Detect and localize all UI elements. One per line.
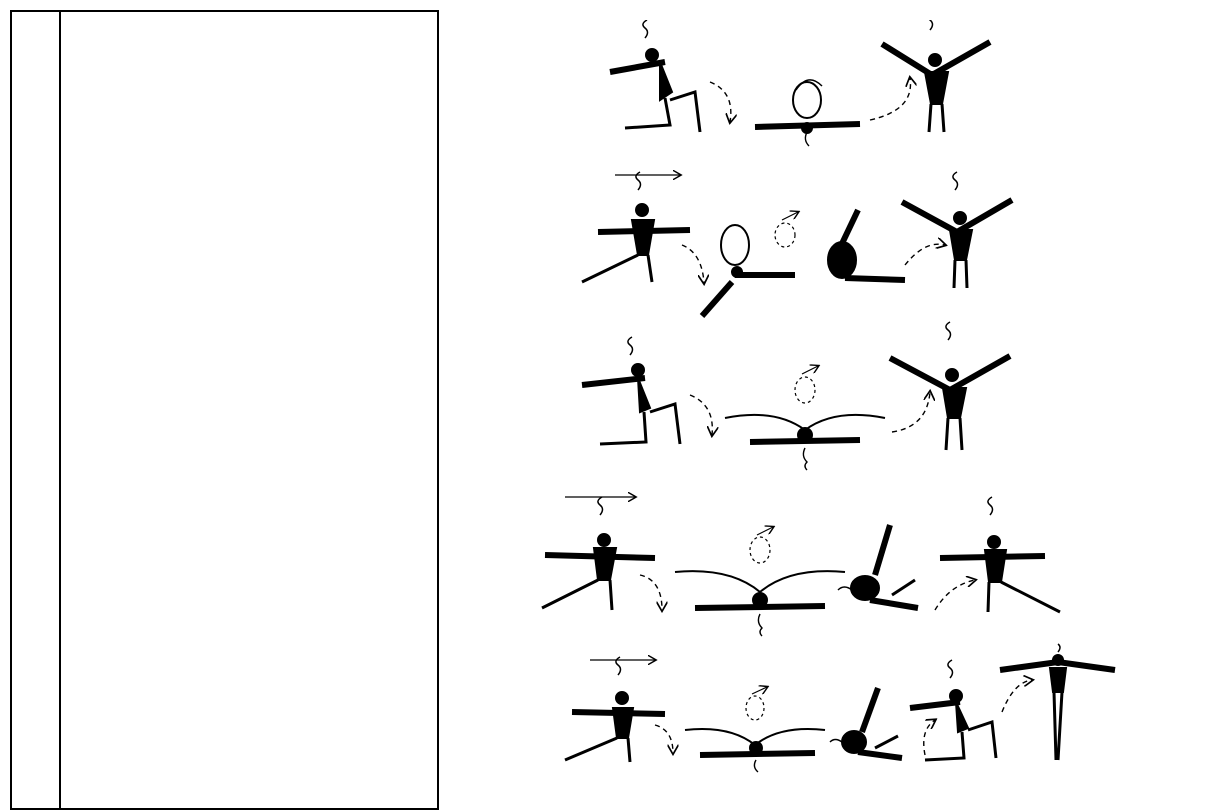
rotation-icon (746, 687, 767, 720)
kneel-lunge-figure (910, 660, 996, 760)
kneel-arms-side-figure (565, 657, 665, 762)
table-number-column (12, 12, 61, 808)
kneel-arms-up-figure (882, 20, 990, 132)
rotation-icon (795, 366, 818, 403)
kneel-arms-up-figure (890, 322, 1010, 450)
dashed-arrow (655, 725, 673, 753)
row-4 (542, 497, 1060, 636)
leg-raise-figure (828, 210, 905, 280)
row-5 (565, 644, 1115, 772)
row-2 (582, 172, 1012, 316)
split-bend-back-figure (755, 80, 860, 146)
dashed-arrow (892, 392, 930, 432)
dashed-arrow (682, 245, 704, 283)
rotation-icon (750, 527, 773, 563)
leg-raise-figure (830, 688, 902, 758)
dashed-arrow (870, 78, 911, 120)
kneel-lunge-figure (610, 20, 700, 132)
split-roll-figure (702, 225, 795, 316)
dashed-arrow (935, 580, 975, 610)
dashed-arrow (690, 395, 712, 435)
rotation-icon (775, 212, 798, 247)
row-1 (610, 20, 990, 146)
split-arms-out-figure (685, 729, 825, 772)
kneel-arms-up-figure (902, 172, 1012, 288)
gymnastics-illustration (520, 20, 1140, 792)
row-3 (582, 322, 1010, 470)
standing-arms-side-figure (1000, 644, 1115, 760)
dashed-arrow (640, 575, 662, 610)
kneel-arms-side-figure (542, 497, 655, 610)
dashed-arrow (905, 244, 945, 265)
gymnastics-sequence-figure (520, 20, 1140, 792)
split-arms-out-figure (675, 571, 845, 636)
kneel-lunge-figure (582, 337, 680, 444)
dashed-arrow (1002, 680, 1032, 712)
dashed-arrow (924, 720, 935, 755)
leg-raise-figure (838, 525, 918, 608)
exercise-table (10, 10, 439, 810)
dashed-arrow (710, 82, 731, 122)
kneel-arms-side-figure (582, 172, 690, 282)
kneel-arms-side-figure (940, 497, 1060, 612)
split-arms-out-figure (725, 415, 885, 470)
